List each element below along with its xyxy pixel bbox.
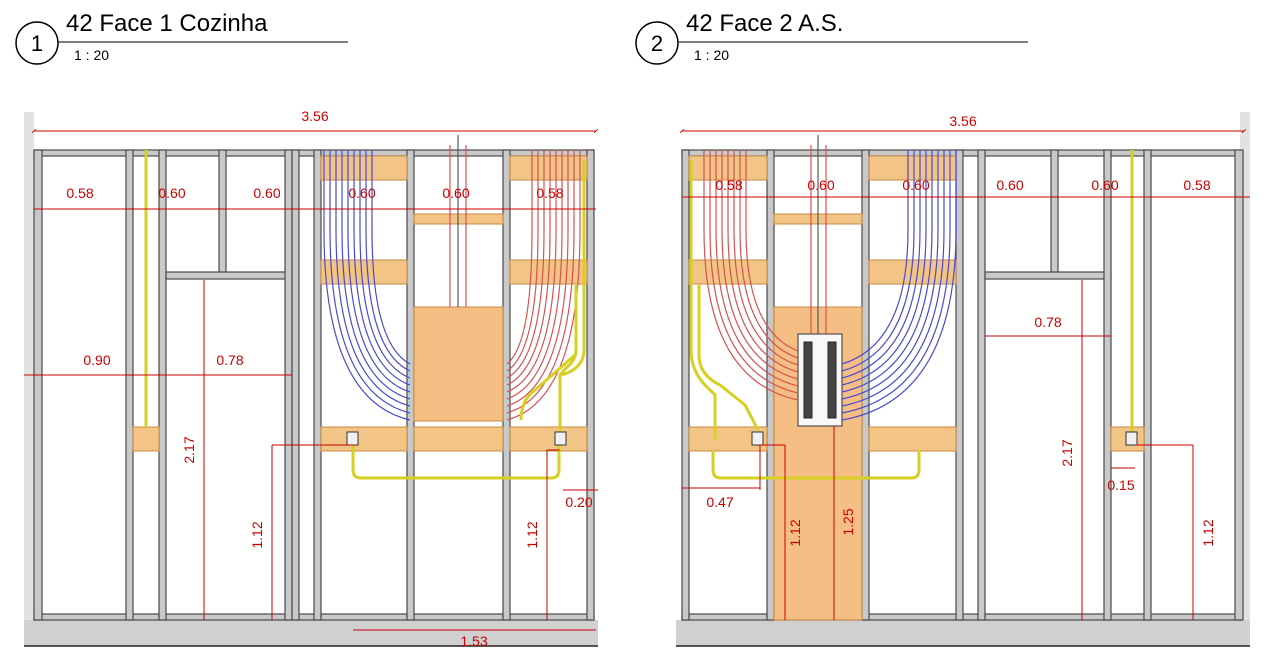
dim-offset: 0.15 [1107, 477, 1134, 493]
dim-stud-spacing: 0.58 [536, 185, 563, 201]
manifold-valves [803, 341, 837, 419]
dim-stud-spacing: 0.60 [1091, 177, 1118, 193]
dim-height: 2.17 [181, 436, 197, 463]
dim-offset: 0.20 [565, 494, 592, 510]
view-number-circle [15, 21, 59, 65]
view-scale: 1 : 20 [74, 47, 109, 63]
dim-outlet-height: 1.12 [524, 521, 540, 548]
adjacent-wall [1240, 112, 1250, 620]
view-scale: 1 : 20 [694, 47, 729, 63]
dim-outlet-height: 1.12 [249, 521, 265, 548]
dim-outlet-height: 1.12 [1200, 519, 1216, 546]
outlet-box [346, 431, 359, 446]
dim-opening-width: 0.90 [83, 352, 110, 368]
dim-conduit-run: 1.53 [460, 633, 487, 649]
dim-stud-spacing: 0.60 [996, 177, 1023, 193]
dim-stud-spacing: 0.58 [66, 185, 93, 201]
view-number-circle [635, 21, 679, 65]
floor-slab [676, 620, 1250, 646]
view-1: 1 42 Face 1 Cozinha 1 : 20 [15, 10, 599, 649]
cold-water-pipes [841, 150, 957, 421]
dim-stud-spacing: 0.60 [253, 185, 280, 201]
view-number: 1 [31, 31, 43, 56]
dim-stud-spacing: 0.60 [158, 185, 185, 201]
dim-overall-width: 3.56 [301, 108, 328, 124]
dim-overall-width: 3.56 [949, 113, 976, 129]
dim-stud-spacing: 0.60 [902, 177, 929, 193]
dim-offset: 0.47 [706, 494, 733, 510]
dim-height: 2.17 [1059, 439, 1075, 466]
hot-water-pipes [703, 145, 827, 401]
adjacent-wall [24, 112, 34, 620]
dim-outlet-height: 1.12 [787, 519, 803, 546]
outlet-box [554, 431, 567, 446]
dim-opening-width: 0.78 [1034, 314, 1061, 330]
dim-stud-spacing: 0.58 [1183, 177, 1210, 193]
wood-blocking [688, 155, 1145, 452]
dimension-lines [679, 128, 1250, 620]
view-title: 42 Face 2 A.S. [686, 10, 843, 37]
steel-frame [33, 149, 595, 621]
dim-manifold-height: 1.25 [840, 508, 856, 535]
dimension-lines [24, 128, 599, 631]
view-number: 2 [651, 31, 663, 56]
hot-water-pipes [449, 145, 581, 421]
outlet-box [751, 431, 764, 446]
dim-stud-spacing: 0.58 [715, 177, 742, 193]
dim-opening-width: 0.78 [216, 352, 243, 368]
view-2: 2 42 Face 2 A.S. 1 : 20 [635, 10, 1250, 647]
cold-water-pipes [323, 150, 411, 421]
dim-stud-spacing: 0.60 [807, 177, 834, 193]
electrical-conduits [144, 150, 586, 480]
outlet-box [1125, 431, 1138, 446]
view-2-header: 2 42 Face 2 A.S. 1 : 20 [635, 10, 1028, 65]
view-title: 42 Face 1 Cozinha [66, 10, 268, 37]
floor-slab [24, 620, 598, 646]
dim-stud-spacing: 0.60 [348, 185, 375, 201]
view-1-header: 1 42 Face 1 Cozinha 1 : 20 [15, 10, 348, 65]
steel-frame [681, 149, 1244, 621]
dim-stud-spacing: 0.60 [442, 185, 469, 201]
manifold-panel [413, 306, 504, 422]
